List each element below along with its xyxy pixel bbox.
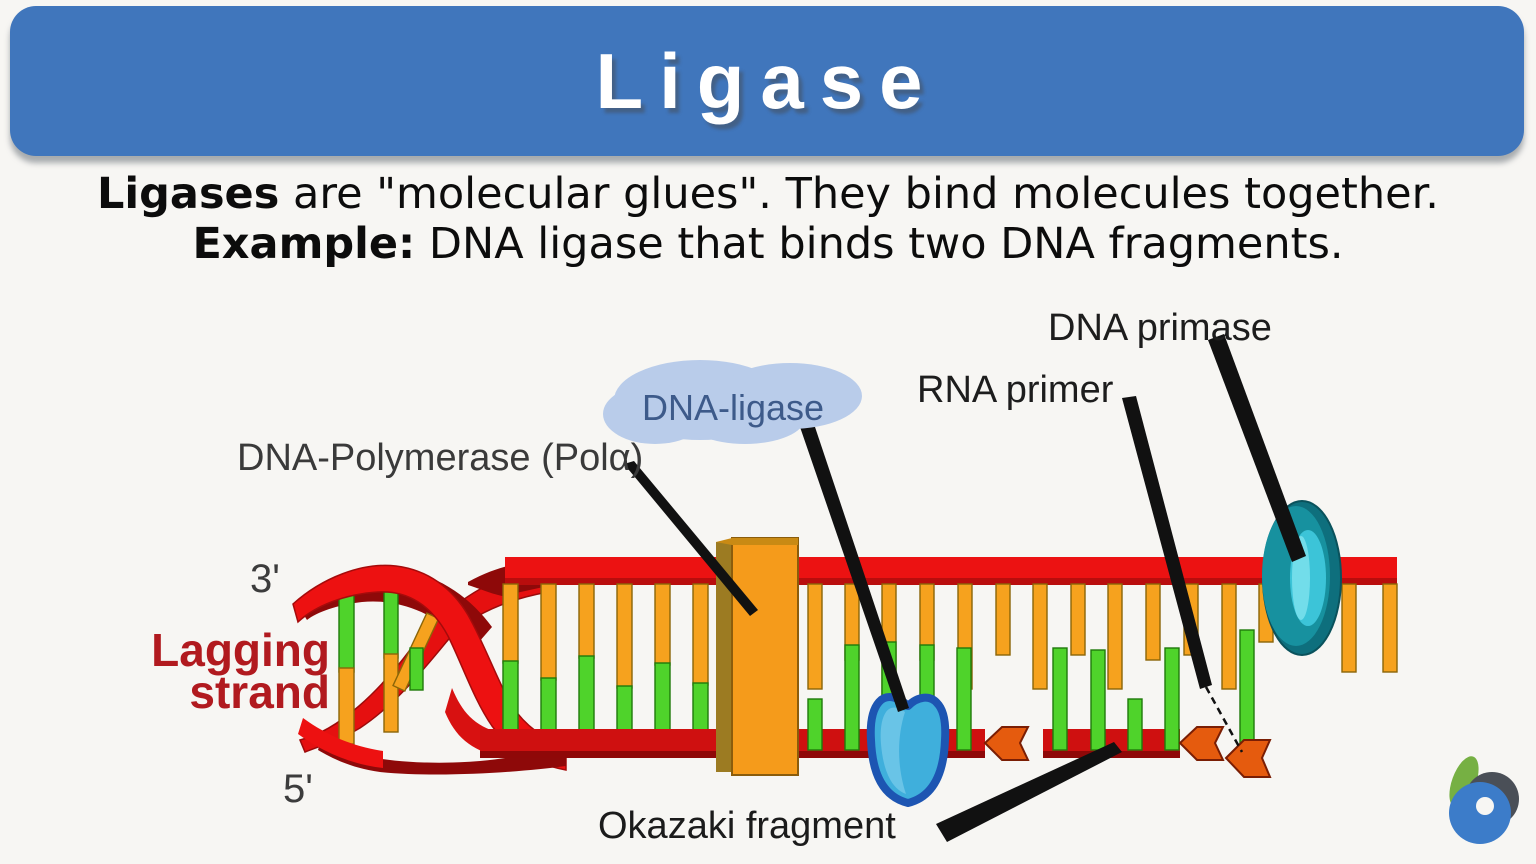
description-line-2: Example: DNA ligase that binds two DNA f… xyxy=(0,218,1536,270)
description-line-1: Ligases are "molecular glues". They bind… xyxy=(0,169,1536,220)
polymerase-pointer-line xyxy=(624,461,758,616)
label-lagging: Lagging xyxy=(151,624,330,676)
description-line1-bold: Ligases xyxy=(97,169,280,219)
rna-primer-arrow-1 xyxy=(983,726,1030,761)
rna-primer-arrow-3 xyxy=(1224,739,1272,778)
label-okazaki-fragment: Okazaki fragment xyxy=(598,805,896,847)
pointer-lines xyxy=(624,334,1306,842)
dna-ligase-enzyme xyxy=(866,693,950,807)
dna-primase-torus xyxy=(1262,500,1342,656)
dna-replication-diagram: DNA primase RNA primer DNA-ligase DNA-Po… xyxy=(151,307,1519,847)
description-text: Ligases are "molecular glues". They bind… xyxy=(0,169,1536,270)
label-three-prime: 3' xyxy=(250,557,280,601)
leading-template-strand xyxy=(505,557,1397,585)
description-line2-rest: DNA ligase that binds two DNA fragments. xyxy=(415,218,1344,269)
header-banner: Ligase xyxy=(10,6,1524,156)
ligase-label-highlight xyxy=(603,360,862,444)
okazaki-pointer-arrow xyxy=(936,742,1122,842)
label-five-prime: 5' xyxy=(283,767,313,811)
logo-center-hole xyxy=(1476,797,1494,815)
dna-helix xyxy=(292,560,567,775)
label-dna-primase: DNA primase xyxy=(1048,307,1272,349)
label-dna-polymerase: DNA-Polymerase (Polα) xyxy=(237,437,643,479)
rna-primer-pointer-line xyxy=(1122,396,1212,689)
helix-fold xyxy=(298,718,383,768)
label-rna-primer: RNA primer xyxy=(917,369,1114,411)
biology-online-logo xyxy=(1449,756,1519,844)
paired-bases xyxy=(502,583,709,752)
description-line1-rest: are "molecular glues". They bind molecul… xyxy=(279,169,1439,219)
polymerase-top-bevel xyxy=(716,538,798,545)
page-title: Ligase xyxy=(595,36,939,125)
description-line2-bold: Example: xyxy=(192,218,416,269)
primase-pointer-line xyxy=(1208,334,1306,562)
ligase-pointer-line xyxy=(800,424,909,712)
ligase-highlight xyxy=(880,707,906,794)
helix-front-ribbon xyxy=(292,564,567,771)
rna-primer-arrowheads xyxy=(983,726,1272,778)
dna-polymerase-block xyxy=(716,537,799,776)
label-strand: strand xyxy=(189,666,330,718)
rna-primer-pointer-dashed xyxy=(1204,686,1244,753)
label-dna-ligase: DNA-ligase xyxy=(642,387,824,428)
rna-primer-arrow-2 xyxy=(1178,726,1225,761)
